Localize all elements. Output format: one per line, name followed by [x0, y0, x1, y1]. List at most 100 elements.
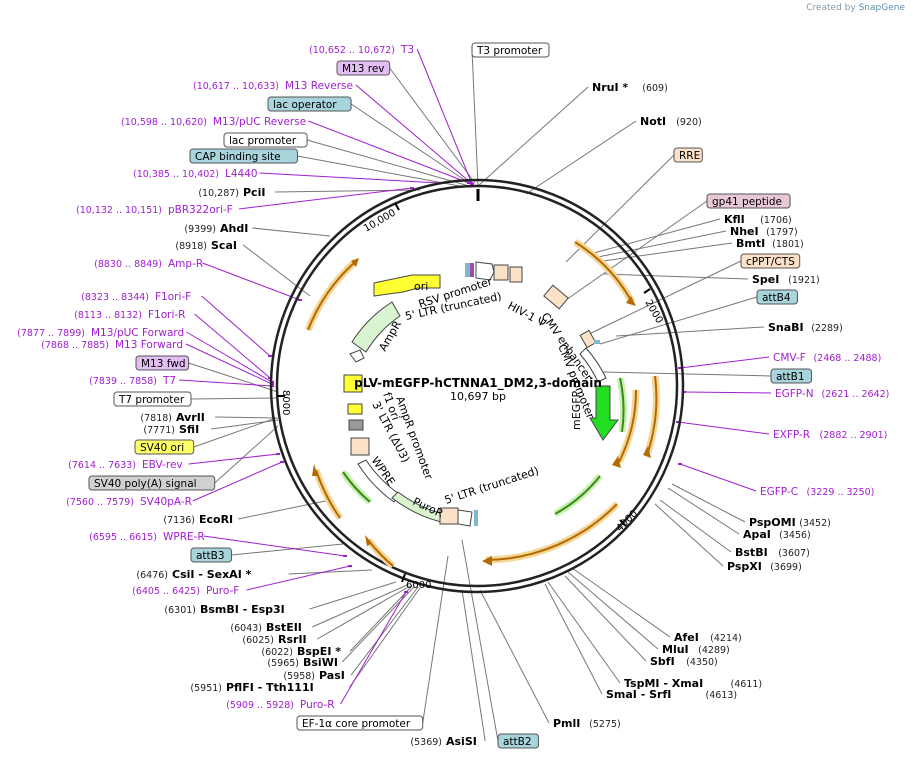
enzyme-position: (3607): [778, 548, 810, 559]
leader-line: [567, 571, 659, 650]
enzyme-position: (2289): [811, 323, 843, 334]
leader-line: [306, 139, 470, 187]
enzyme-position: (6022): [261, 647, 293, 658]
enzyme-label: PspXI: [727, 560, 762, 573]
leader-line: [477, 86, 589, 187]
primer-position: (7877 .. 7899): [17, 328, 85, 339]
feature-box-cppt: [740, 253, 801, 269]
primer-label: EBV-rev: [142, 459, 183, 471]
primer-label: Puro-F: [206, 585, 239, 597]
primer-site: [280, 461, 284, 463]
feature-box-label-sv40ori: SV40 ori: [140, 442, 184, 454]
enzyme-position: (7818): [140, 413, 172, 424]
plasmid-size: 10,697 bp: [450, 390, 506, 403]
primer-site: [343, 555, 347, 557]
inner-features: [343, 261, 619, 527]
tick-label-8000: 8000: [280, 390, 291, 415]
primer-position: (6595 .. 6615): [89, 532, 157, 543]
feature-box-m13rev: [336, 60, 391, 76]
enzyme-label: BmtI: [736, 237, 765, 250]
primer-site: [404, 591, 408, 593]
enzyme-position: (6301): [164, 605, 196, 616]
primer-site: [298, 299, 302, 301]
leader-line: [214, 425, 279, 484]
backbone-outer: [269, 178, 685, 594]
feature-box-m13fwd: [135, 355, 190, 371]
leader-line: [355, 84, 472, 184]
primer-label: M13/pUC Forward: [91, 327, 184, 339]
leader-line: [564, 575, 647, 662]
leader-line: [316, 585, 411, 640]
enzyme-label: BsmBI - Esp3I: [200, 603, 285, 616]
primer-position: (7868 .. 7885): [41, 340, 109, 351]
leader-line: [350, 103, 473, 186]
enzyme-position: (6043): [230, 623, 262, 634]
primer-label: Amp-R: [168, 258, 203, 270]
feature-box-cap: [189, 148, 298, 164]
feature-box-label-t3p: T3 promoter: [476, 45, 543, 57]
leader-line: [350, 586, 419, 676]
leader-line: [571, 567, 671, 638]
leader-line: [659, 499, 732, 553]
leader-line: [340, 591, 407, 705]
primer-position: (3229 .. 3250): [807, 487, 875, 498]
leader-line: [203, 535, 346, 557]
leader-line: [592, 230, 727, 259]
feature-box-label-m13fwd: M13 fwd: [141, 358, 186, 370]
leader-line: [297, 155, 466, 188]
primer-label: M13 Reverse: [285, 80, 353, 92]
primer-label: T7: [162, 375, 176, 387]
leader-line: [309, 581, 397, 610]
enzyme-position: (4289): [698, 645, 730, 656]
leader-line: [186, 331, 273, 383]
tick-label-2000: 2000: [642, 298, 664, 326]
primer-position: (10,617 .. 10,633): [193, 81, 279, 92]
enzyme-label: NotI: [640, 115, 666, 128]
feature-box-attb3: [190, 547, 232, 563]
leader-line: [416, 48, 473, 185]
enzyme-label: AsiSI: [446, 735, 477, 748]
enzyme-position: (609): [642, 83, 668, 94]
enzyme-label: PasI: [319, 669, 345, 682]
plasmid-name: pLV-mEGFP-hCTNNA1_DM2,3-domain: [354, 376, 602, 391]
enzyme-label: NruI *: [592, 81, 628, 94]
primer-label: WPRE-R: [163, 531, 205, 543]
enzyme-position: (920): [676, 117, 702, 128]
leader-line: [525, 120, 637, 195]
primer-label: L4440: [225, 168, 258, 180]
feature-box-sv40pa: [88, 475, 216, 491]
feature-box-lacop: [267, 96, 352, 112]
primer-position: (10,598 .. 10,620): [121, 117, 207, 128]
enzyme-position: (10,287): [198, 188, 239, 199]
leader-line: [479, 589, 550, 724]
leader-lines: [179, 48, 772, 742]
enzyme-label: SfiI: [179, 423, 199, 436]
enzyme-label: BsiWI: [303, 656, 338, 669]
enzyme-position: (1801): [772, 239, 804, 250]
leader-line: [679, 463, 757, 492]
leader-line: [231, 543, 344, 556]
leader-line: [194, 313, 271, 379]
enzyme-label: EcoRI: [199, 513, 233, 526]
primer-label: F1ori-R: [148, 309, 185, 321]
primer-site: [467, 182, 471, 184]
primer-label: EGFP-N: [775, 388, 814, 400]
primer-label: CMV-F: [773, 352, 806, 364]
primer-position: (7560 .. 7579): [66, 497, 134, 508]
primer-position: (8830 .. 8849): [94, 259, 162, 270]
leader-line: [599, 296, 758, 345]
enzyme-position: (7771): [143, 425, 175, 436]
leader-line: [238, 187, 413, 210]
feature-box-sv40ori: [134, 439, 195, 455]
enzyme-position: (5275): [589, 719, 621, 730]
feature-box-gp41: [706, 193, 791, 209]
enzyme-label: SnaBI: [768, 321, 804, 334]
enzyme-label: AvrII: [176, 411, 205, 424]
feature-label-5ltr-bottom: 5' LTR (truncated): [443, 464, 540, 507]
leader-line: [275, 189, 421, 193]
leader-line: [544, 583, 603, 695]
leader-line: [246, 565, 351, 591]
enzyme-position: (1921): [788, 275, 820, 286]
